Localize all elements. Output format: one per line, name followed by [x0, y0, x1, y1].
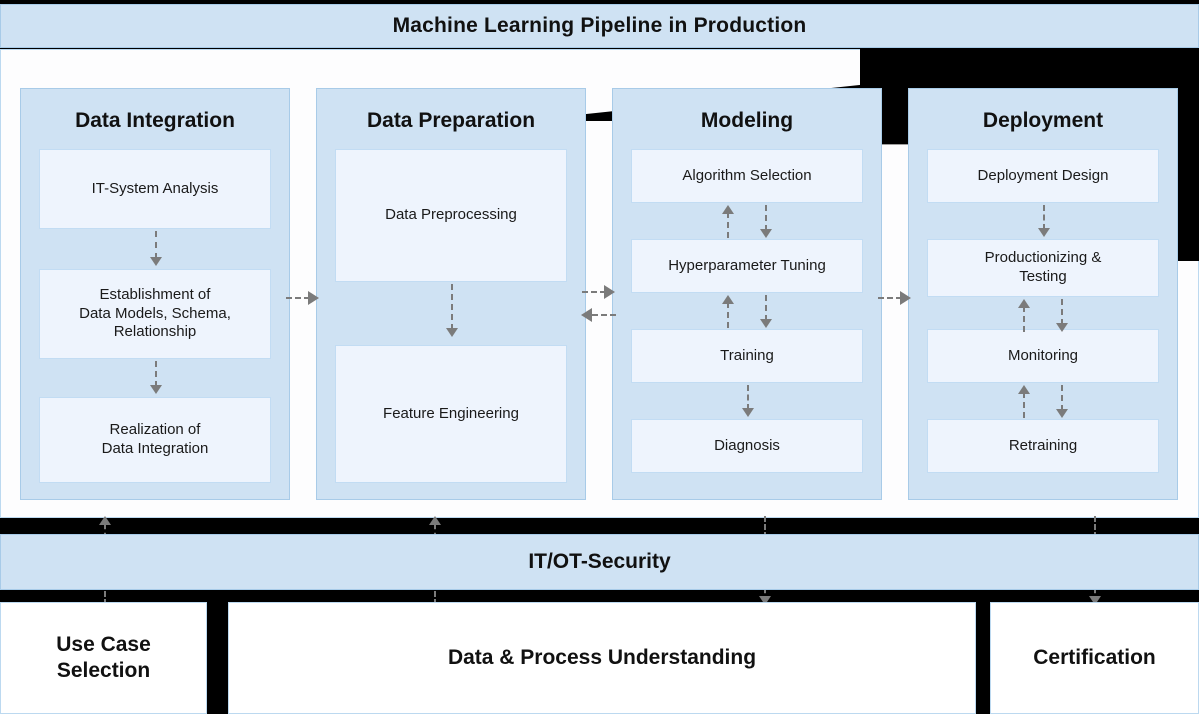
- step-algorithm-selection[interactable]: Algorithm Selection: [631, 149, 863, 203]
- phase-steps-modeling: Algorithm Selection Hyperparameter Tunin…: [613, 149, 881, 489]
- phase-arrow-head-md-dp: [581, 308, 592, 322]
- flow-arrow-line-md-3: [747, 385, 749, 410]
- phase-steps-data-preparation: Data Preprocessing Feature Engineering: [317, 149, 585, 489]
- step-it-system-analysis[interactable]: IT-System Analysis: [39, 149, 271, 229]
- flow-arrow-line-di-1: [155, 231, 157, 259]
- security-label: IT/OT-Security: [528, 550, 671, 573]
- phase-arrow-line-dp-md: [582, 291, 606, 293]
- phase-title-deployment: Deployment: [982, 109, 1104, 132]
- security-band[interactable]: IT/OT-Security: [0, 534, 1199, 590]
- cross-arrow-line-4-upper: [1094, 516, 1096, 538]
- phase-steps-deployment: Deployment Design Productionizing &Testi…: [909, 149, 1177, 489]
- flow-arrow-line-dep-3-down: [1061, 385, 1063, 411]
- flow-arrow-line-dp-1: [451, 284, 453, 330]
- flow-arrow-head-md-2-up: [722, 295, 734, 304]
- flow-arrow-head-di-2: [150, 385, 162, 394]
- phase-arrow-head-dp-md: [604, 285, 615, 299]
- step-data-preprocessing[interactable]: Data Preprocessing: [335, 149, 567, 282]
- foundation-label-data-process-understanding: Data & Process Understanding: [447, 645, 757, 669]
- flow-arrow-line-di-2: [155, 361, 157, 387]
- phase-deployment[interactable]: Deployment Deployment Design Productioni…: [908, 88, 1178, 500]
- step-feature-engineering[interactable]: Feature Engineering: [335, 345, 567, 483]
- step-hyperparameter-tuning[interactable]: Hyperparameter Tuning: [631, 239, 863, 293]
- phase-arrow-head-di-dp: [308, 291, 319, 305]
- cross-arrow-line-2-upper: [434, 524, 436, 538]
- flow-arrow-head-dep-2-down: [1056, 323, 1068, 332]
- flow-arrow-head-md-2-down: [760, 319, 772, 328]
- flow-arrow-head-dep-2-up: [1018, 299, 1030, 308]
- cross-arrow-line-4-lower: [1094, 588, 1096, 602]
- foundation-box-data-process-understanding[interactable]: Data & Process Understanding: [228, 602, 976, 714]
- foundation-label-certification: Certification: [1033, 645, 1156, 669]
- flow-arrow-head-dp-1: [446, 328, 458, 337]
- flow-arrow-head-di-1: [150, 257, 162, 266]
- flow-arrow-line-dep-1: [1043, 205, 1045, 230]
- phase-arrow-line-md-dp: [592, 314, 616, 316]
- phase-arrow-line-di-dp: [286, 297, 310, 299]
- step-retraining[interactable]: Retraining: [927, 419, 1159, 473]
- phase-data-preparation[interactable]: Data Preparation Data Preprocessing Feat…: [316, 88, 586, 500]
- step-training[interactable]: Training: [631, 329, 863, 383]
- flow-arrow-line-dep-2-up: [1023, 306, 1025, 332]
- page-title: Machine Learning Pipeline in Production: [392, 14, 807, 37]
- phase-data-integration[interactable]: Data Integration IT-System Analysis Esta…: [20, 88, 290, 500]
- cross-arrow-line-3-upper: [764, 516, 766, 538]
- cross-arrow-line-3-lower: [764, 588, 766, 602]
- phase-modeling[interactable]: Modeling Algorithm Selection Hyperparame…: [612, 88, 882, 500]
- flow-arrow-head-md-1-down: [760, 229, 772, 238]
- step-deployment-design[interactable]: Deployment Design: [927, 149, 1159, 203]
- cross-arrow-head-down-3: [759, 596, 771, 605]
- flow-arrow-head-dep-3-down: [1056, 409, 1068, 418]
- flow-arrow-head-md-1-up: [722, 205, 734, 214]
- flow-arrow-head-dep-1: [1038, 228, 1050, 237]
- phase-title-data-preparation: Data Preparation: [366, 109, 536, 132]
- foundation-box-certification[interactable]: Certification: [990, 602, 1199, 714]
- flow-arrow-line-dep-2-down: [1061, 299, 1063, 325]
- flow-arrow-line-md-1-up: [727, 212, 729, 238]
- phase-arrow-head-md-dep: [900, 291, 911, 305]
- cross-arrow-head-down-4: [1089, 596, 1101, 605]
- flow-arrow-line-md-2-up: [727, 302, 729, 328]
- flow-arrow-head-md-3: [742, 408, 754, 417]
- phase-title-modeling: Modeling: [700, 109, 794, 132]
- step-productionizing-testing[interactable]: Productionizing &Testing: [927, 239, 1159, 297]
- phase-title-data-integration: Data Integration: [75, 109, 235, 132]
- flow-arrow-line-dep-3-up: [1023, 392, 1025, 418]
- cross-arrow-head-up-2: [429, 516, 441, 525]
- cross-arrow-line-1-upper: [104, 524, 106, 538]
- flow-arrow-head-dep-3-up: [1018, 385, 1030, 394]
- flow-arrow-line-md-2-down: [765, 295, 767, 321]
- flow-arrow-line-md-1-down: [765, 205, 767, 231]
- step-diagnosis[interactable]: Diagnosis: [631, 419, 863, 473]
- phase-arrow-line-md-dep: [878, 297, 902, 299]
- step-monitoring[interactable]: Monitoring: [927, 329, 1159, 383]
- diagram-title-bar: Machine Learning Pipeline in Production: [0, 4, 1199, 48]
- cross-arrow-head-up-1: [99, 516, 111, 525]
